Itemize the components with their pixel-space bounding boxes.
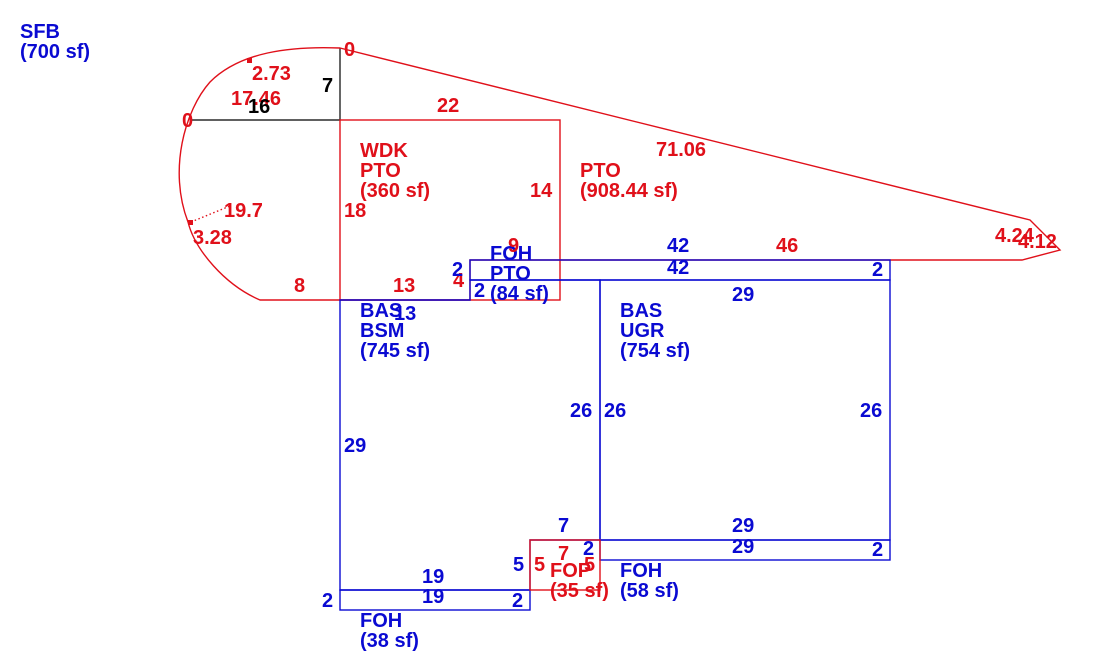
dim-bsm-right: 26 [570, 400, 592, 422]
dim-foh38-left: 2 [322, 590, 333, 612]
sfb-area: (700 sf) [20, 41, 90, 63]
dim-fop-top: 7 [558, 543, 569, 565]
dim-ugr-top: 29 [732, 284, 754, 306]
foh-58-area: (58 sf) [620, 580, 679, 602]
dim-wdk-left: 18 [344, 200, 366, 222]
dim-foh-pto-left: 2 [452, 259, 463, 281]
wdk-pto-code: PTO [360, 160, 401, 182]
dim-pto-bottom-right: 46 [776, 235, 798, 257]
foh-38-strip [339, 589, 531, 611]
dim-pto-tip-a: 4.24 [995, 225, 1035, 247]
foh-pto-code: FOH [490, 243, 532, 265]
pto-outline [178, 46, 1062, 301]
foh-pto-code2: PTO [490, 263, 531, 285]
wdk-code: WDK [360, 140, 408, 162]
dim-pto-bottom-mid: 13 [393, 275, 415, 297]
dim-foh38-top: 19 [422, 566, 444, 588]
foh-pto-area: (84 sf) [490, 283, 549, 305]
dim-pto-diagonal: 71.06 [656, 139, 706, 161]
dim-arc-chord-d: 3.28 [193, 227, 232, 249]
dim-arc-chord-b: 17.46 [231, 88, 281, 110]
dim-arc-left: 0 [182, 110, 193, 132]
dim-ugr-bottom: 29 [732, 515, 754, 537]
bas-ugr-code: BAS [620, 300, 662, 322]
bas-bsm-area: (745 sf) [360, 340, 430, 362]
dim-ref-horizontal: 16 [248, 96, 270, 118]
bas-ugr-area: (754 sf) [620, 340, 690, 362]
arc-chord-dotted [190, 205, 231, 223]
bas-ugr-code2: UGR [620, 320, 665, 342]
arc-marker-upper [247, 58, 252, 63]
dim-bsm-step-left: 2 [474, 280, 485, 302]
wdk-pto-area: (360 sf) [360, 180, 430, 202]
dim-fop-left-blue: 5 [513, 554, 524, 576]
arc-marker-lower [188, 220, 193, 225]
dim-foh-pto-bottom: 42 [667, 257, 689, 279]
dim-ugr-right: 26 [860, 400, 882, 422]
dim-foh58-top: 29 [732, 536, 754, 558]
dim-ref-vertical: 7 [322, 75, 333, 97]
dim-arc-chord-c: 19.7 [224, 200, 263, 222]
pto-area: (908.44 sf) [580, 180, 678, 202]
foh-58-code: FOH [620, 560, 662, 582]
dim-fop-right: 5 [584, 554, 595, 576]
dim-foh38-right: 2 [512, 590, 523, 612]
foh-38-area: (38 sf) [360, 630, 419, 652]
dim-arc-top: 0 [344, 39, 355, 61]
dim-foh58-left: 2 [583, 538, 594, 560]
dim-ugr-left: 26 [604, 400, 626, 422]
dim-pto-bottom-left: 8 [294, 275, 305, 297]
dim-foh38-bottom: 19 [422, 586, 444, 608]
dim-wdk-right: 14 [530, 180, 553, 202]
dim-wdk-bottom: 9 [508, 235, 519, 257]
dim-pto-step: 4 [453, 270, 465, 292]
pto-code: PTO [580, 160, 621, 182]
foh-38-code: FOH [360, 610, 402, 632]
dim-bsm-left: 29 [344, 435, 366, 457]
bas-bsm-code: BAS [360, 300, 402, 322]
dim-foh58-right: 2 [872, 539, 883, 561]
dim-arc-chord-a: 2.73 [252, 63, 291, 85]
sfb-code: SFB [20, 21, 60, 43]
dim-foh-pto-right: 2 [872, 259, 883, 281]
bas-bsm-code2: BSM [360, 320, 404, 342]
fop-area: (35 sf) [550, 580, 609, 602]
dim-fop-left: 5 [534, 554, 545, 576]
fop-rectangle [529, 539, 601, 591]
fop-code: FOP [550, 560, 591, 582]
dim-wdk-top: 22 [437, 95, 459, 117]
dim-ugr-notch: 7 [558, 515, 569, 537]
dim-bsm-top: 13 [394, 303, 416, 325]
dim-foh-pto-top: 42 [667, 235, 689, 257]
dim-pto-tip-b: 4.12 [1018, 231, 1057, 253]
